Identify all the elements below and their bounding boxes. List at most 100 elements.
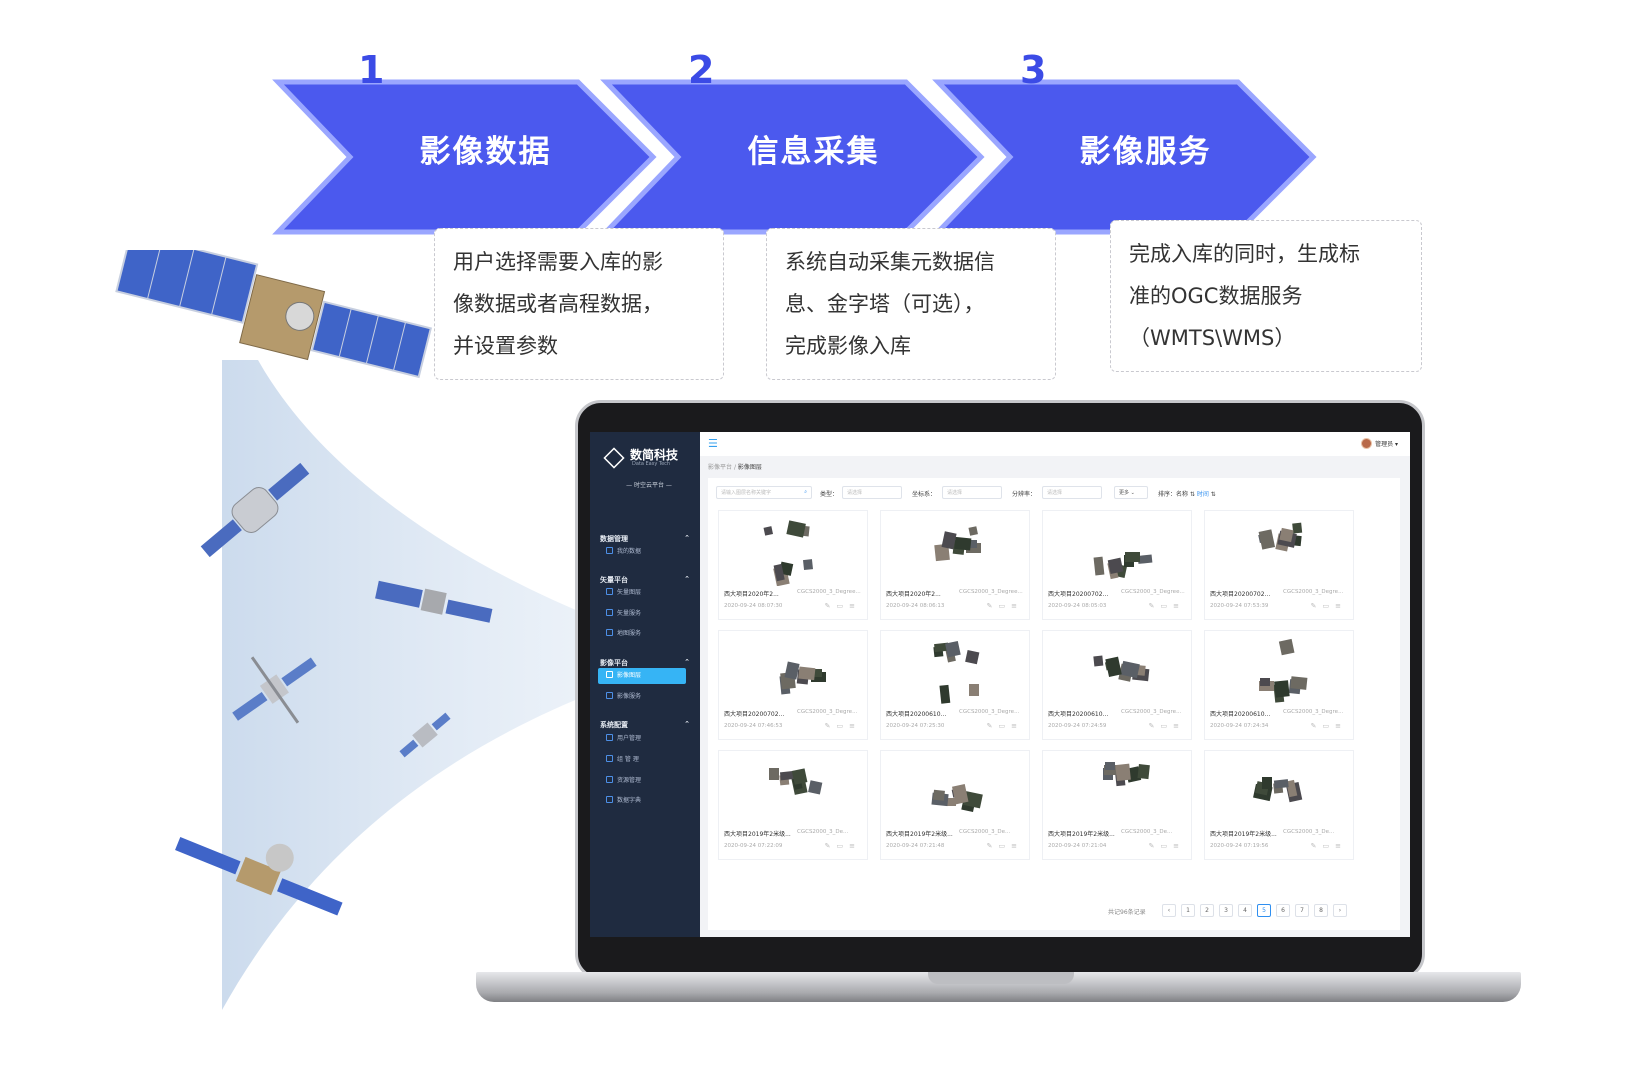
list-icon[interactable]: ≡ (1173, 842, 1185, 850)
page-button[interactable]: 1 (1181, 904, 1195, 917)
layer-name: 西大项目2019年2米级... (1048, 831, 1115, 838)
nav-group-image[interactable]: 影像平台⌃ (600, 658, 690, 667)
image-layer-card[interactable]: 西大项目2020年2...CGCS2000_3_Degree...2020-09… (718, 510, 868, 620)
edit-icon[interactable]: ✎ (1148, 602, 1161, 610)
card-actions: ✎▭≡ (825, 842, 861, 850)
page-button[interactable]: 2 (1200, 904, 1214, 917)
layer-name: 西大项目20200702... (1048, 591, 1109, 598)
card-actions: ✎▭≡ (987, 842, 1023, 850)
list-icon[interactable]: ≡ (1335, 842, 1347, 850)
edit-icon[interactable]: ✎ (824, 722, 837, 730)
page-button[interactable]: 7 (1295, 904, 1309, 917)
copy-icon[interactable]: ▭ (836, 842, 850, 850)
image-layer-card[interactable]: 西大项目20200610...CGCS2000_3_Degre...2020-0… (1204, 630, 1354, 740)
copy-icon[interactable]: ▭ (1160, 842, 1174, 850)
image-layer-card[interactable]: 西大项目20200702...CGCS2000_3_Degree...2020-… (1042, 510, 1192, 620)
sidebar-item-groups[interactable]: 组 管 理 (606, 752, 692, 768)
copy-icon[interactable]: ▭ (836, 602, 850, 610)
menu-icon[interactable]: ☰ (708, 437, 718, 450)
page-button[interactable]: 4 (1238, 904, 1252, 917)
copy-icon[interactable]: ▭ (836, 722, 850, 730)
satellite-icon (375, 580, 493, 623)
copy-icon[interactable]: ▭ (998, 602, 1012, 610)
sidebar-item-users[interactable]: 用户管理 (606, 731, 692, 747)
layer-crs: CGCS2000_3_Degree... (797, 589, 861, 595)
copy-icon[interactable]: ▭ (1160, 602, 1174, 610)
edit-icon[interactable]: ✎ (986, 842, 999, 850)
image-layer-card[interactable]: 西大项目2019年2米级...CGCS2000_3_De...2020-09-2… (1204, 750, 1354, 860)
image-layer-card[interactable]: 西大项目20200702...CGCS2000_3_Degre...2020-0… (718, 630, 868, 740)
step-2-description: 系统自动采集元数据信 息、金字塔（可选）， 完成影像入库 (766, 228, 1056, 380)
page-button[interactable]: 3 (1219, 904, 1233, 917)
crs-select[interactable]: 请选择 (942, 486, 1002, 499)
type-select[interactable]: 请选择 (842, 486, 902, 499)
edit-icon[interactable]: ✎ (1310, 722, 1323, 730)
nav-group-system[interactable]: 系统配置⌃ (600, 720, 690, 729)
list-icon[interactable]: ≡ (1335, 722, 1347, 730)
satellite-icon (175, 837, 343, 916)
sidebar-item-resources[interactable]: 资源管理 (606, 773, 692, 789)
image-layer-card[interactable]: 西大项目2019年2米级...CGCS2000_3_De...2020-09-2… (718, 750, 868, 860)
list-icon[interactable]: ≡ (1011, 602, 1023, 610)
page-button-current[interactable]: 5 (1257, 904, 1271, 917)
copy-icon[interactable]: ▭ (1322, 842, 1336, 850)
edit-icon[interactable]: ✎ (1310, 842, 1323, 850)
sidebar-item-my-data[interactable]: 我的数据 (606, 544, 692, 560)
edit-icon[interactable]: ✎ (1148, 842, 1161, 850)
edit-icon[interactable]: ✎ (986, 722, 999, 730)
sidebar-item-dictionary[interactable]: 数据字典 (606, 793, 692, 809)
layer-name: 西大项目2019年2米级... (1210, 831, 1277, 838)
image-thumbnail (931, 784, 983, 812)
sort-by-name[interactable]: 名称 (1176, 491, 1189, 498)
list-icon[interactable]: ≡ (849, 842, 861, 850)
image-layer-card[interactable]: 西大项目2020年2...CGCS2000_3_Degree...2020-09… (880, 510, 1030, 620)
sidebar-item-image-service[interactable]: 影像服务 (606, 689, 692, 705)
list-icon[interactable]: ≡ (849, 602, 861, 610)
image-thumbnail (933, 640, 980, 704)
image-layer-card[interactable]: 西大项目2019年2米级...CGCS2000_3_De...2020-09-2… (1042, 750, 1192, 860)
list-icon[interactable]: ≡ (1011, 722, 1023, 730)
chevron-up-icon: ⌃ (684, 720, 690, 728)
logo-english: Data Easy Tech (632, 461, 671, 467)
nav-group-vector[interactable]: 矢量平台⌃ (600, 575, 690, 584)
list-icon[interactable]: ≡ (849, 722, 861, 730)
image-thumbnail (934, 526, 981, 562)
next-page-button[interactable]: › (1333, 904, 1347, 917)
more-filters-button[interactable]: 更多 ⌄ (1114, 486, 1148, 499)
step-title: 影像服务 (1079, 134, 1212, 170)
layer-name: 西大项目2019年2米级... (886, 831, 953, 838)
copy-icon[interactable]: ▭ (1160, 722, 1174, 730)
edit-icon[interactable]: ✎ (824, 842, 837, 850)
search-input[interactable]: 请输入图层名称关键字⌕ (716, 486, 812, 499)
list-icon[interactable]: ≡ (1173, 722, 1185, 730)
dictionary-icon (606, 796, 613, 803)
sort-by-time[interactable]: 时间 (1196, 491, 1209, 498)
copy-icon[interactable]: ▭ (998, 722, 1012, 730)
copy-icon[interactable]: ▭ (998, 842, 1012, 850)
user-menu[interactable]: 管理员 ▾ (1361, 438, 1398, 449)
edit-icon[interactable]: ✎ (986, 602, 999, 610)
edit-icon[interactable]: ✎ (1310, 602, 1323, 610)
sidebar-item-map-service[interactable]: 地图服务 (606, 626, 692, 642)
list-icon[interactable]: ≡ (1335, 602, 1347, 610)
nav-group-data[interactable]: 数据管理⌃ (600, 534, 690, 543)
page-button[interactable]: 6 (1276, 904, 1290, 917)
edit-icon[interactable]: ✎ (824, 602, 837, 610)
copy-icon[interactable]: ▭ (1322, 722, 1336, 730)
image-layer-card[interactable]: 西大项目2019年2米级...CGCS2000_3_De...2020-09-2… (880, 750, 1030, 860)
page-button[interactable]: 8 (1314, 904, 1328, 917)
prev-page-button[interactable]: ‹ (1162, 904, 1176, 917)
image-layer-card[interactable]: 西大项目20200610...CGCS2000_3_Degre...2020-0… (1042, 630, 1192, 740)
image-layer-card[interactable]: 西大项目20200702...CGCS2000_3_Degre...2020-0… (1204, 510, 1354, 620)
image-layer-card[interactable]: 西大项目20200610...CGCS2000_3_Degre...2020-0… (880, 630, 1030, 740)
breadcrumb-root[interactable]: 影像平台 (708, 464, 733, 471)
copy-icon[interactable]: ▭ (1322, 602, 1336, 610)
sidebar-item-image-layer[interactable]: 影像图层 (598, 668, 686, 684)
sidebar-item-vector-service[interactable]: 矢量服务 (606, 606, 692, 622)
list-icon[interactable]: ≡ (1011, 842, 1023, 850)
edit-icon[interactable]: ✎ (1148, 722, 1161, 730)
layer-time: 2020-09-24 07:24:34 (1210, 723, 1269, 729)
sidebar-item-vector-layer[interactable]: 矢量图层 (606, 585, 692, 601)
list-icon[interactable]: ≡ (1173, 602, 1185, 610)
resolution-select[interactable]: 请选择 (1042, 486, 1102, 499)
